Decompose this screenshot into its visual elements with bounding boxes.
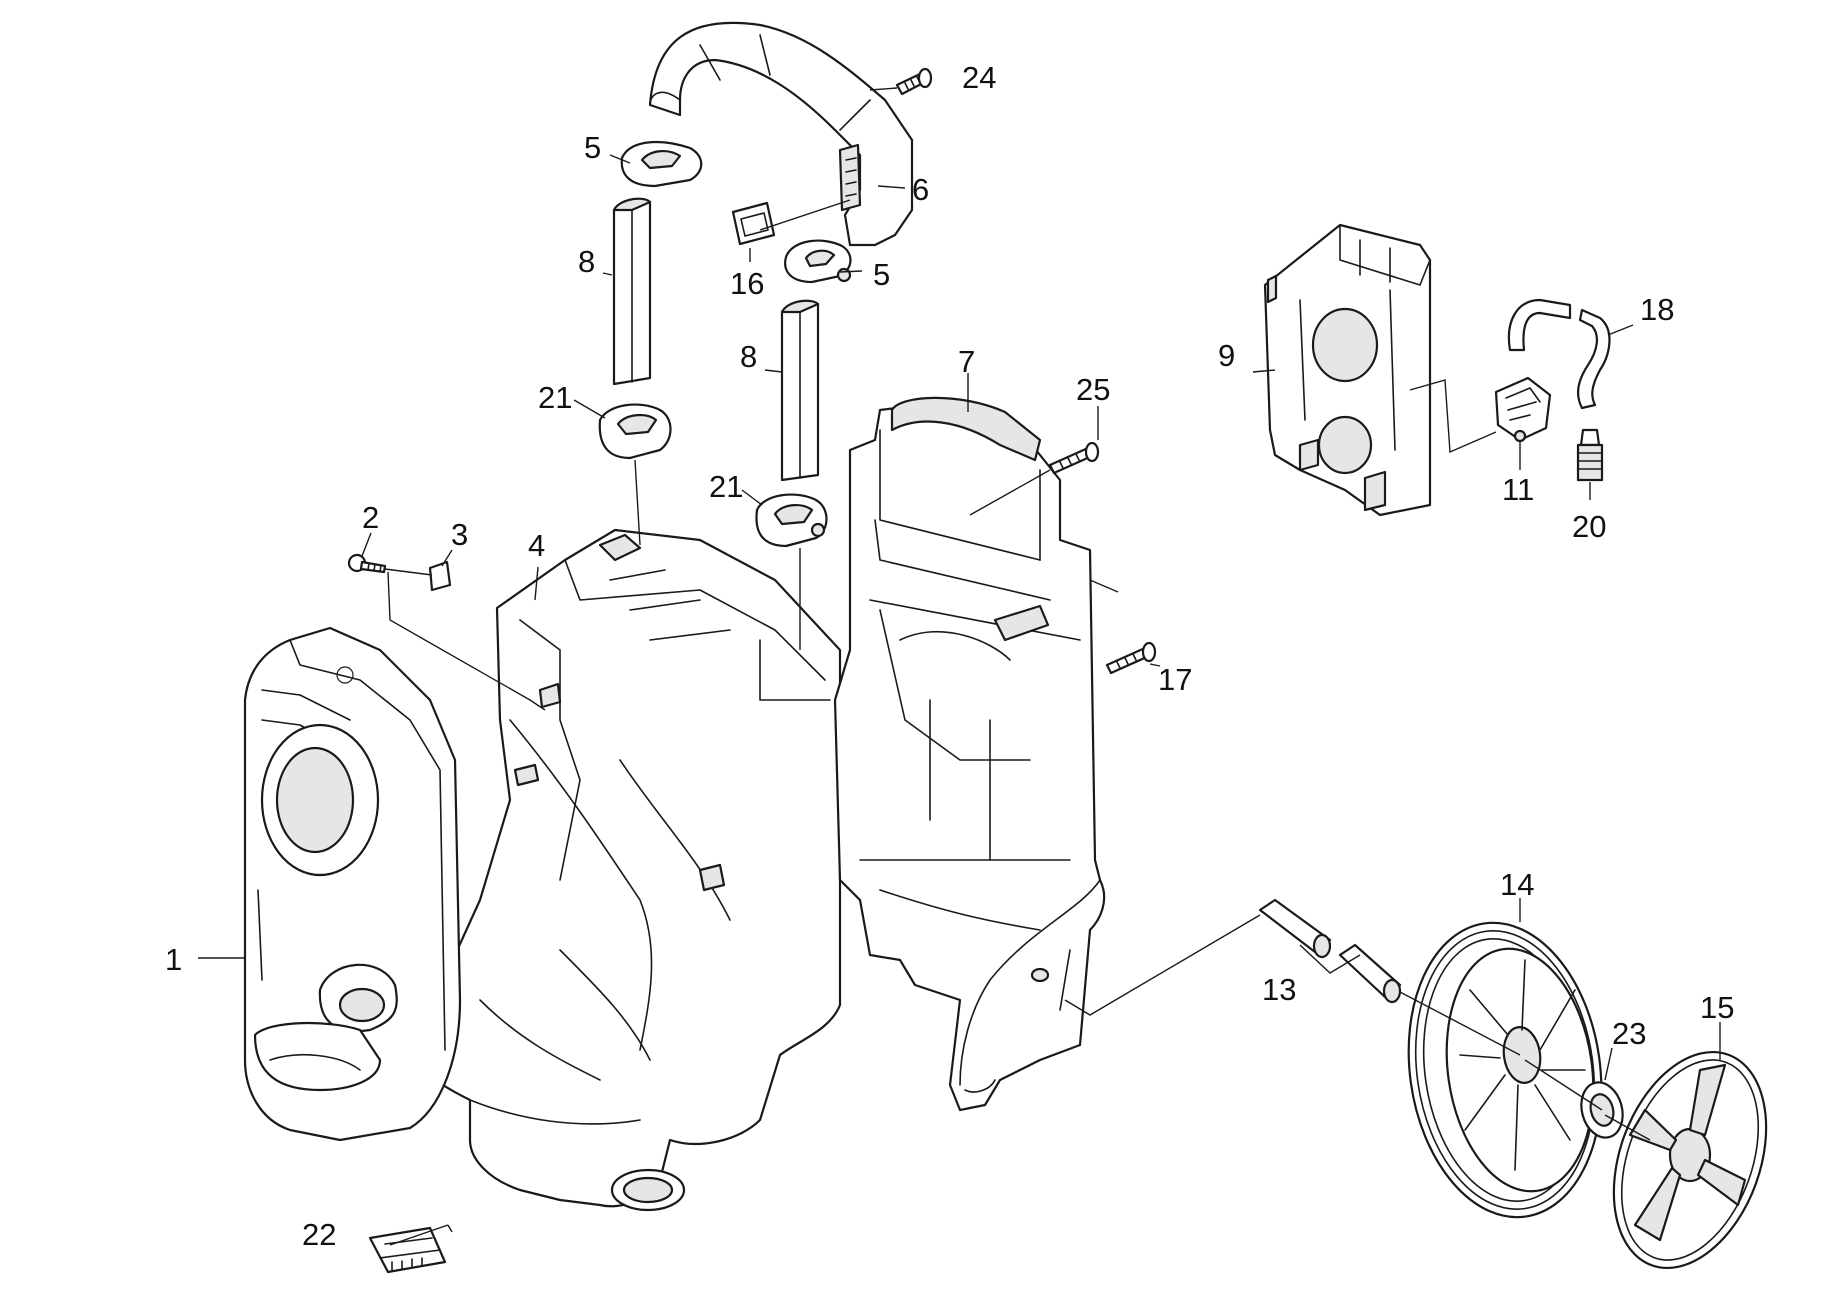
part-axle-pin-13-a [1258, 898, 1332, 959]
callout-17: 17 [1158, 662, 1192, 697]
callout-23: 23 [1612, 1016, 1646, 1051]
callout-21a: 21 [538, 380, 572, 415]
callout-11: 11 [1502, 472, 1534, 507]
part-screw-24 [895, 67, 933, 96]
part-screw-25 [1048, 441, 1100, 475]
part-screw-2 [347, 553, 387, 574]
part-grommet-21-right [755, 493, 828, 548]
leader-lines [198, 87, 1721, 1246]
callout-8a: 8 [578, 244, 595, 279]
callout-20: 20 [1572, 509, 1606, 544]
callout-13: 13 [1262, 972, 1296, 1007]
part-clip-3 [428, 560, 452, 592]
part-handle [648, 21, 914, 247]
callout-16: 16 [730, 266, 764, 301]
callout-9: 9 [1218, 338, 1235, 373]
part-tube-8-left [612, 197, 652, 386]
part-axle-pin-13-b [1338, 943, 1402, 1004]
callout-5a: 5 [584, 130, 601, 165]
callout-6: 6 [912, 172, 929, 207]
part-tube-8-right [780, 299, 820, 482]
callout-24: 24 [962, 60, 996, 95]
callout-15: 15 [1700, 990, 1734, 1025]
callout-25: 25 [1076, 372, 1110, 407]
callout-3: 3 [451, 517, 468, 552]
part-foot-cap-22 [368, 1226, 447, 1274]
callout-7: 7 [958, 344, 975, 379]
callout-22: 22 [302, 1217, 336, 1252]
part-hose-18 [1507, 298, 1611, 410]
part-front-cover-1 [243, 626, 462, 1142]
part-chassis-7 [833, 396, 1106, 1112]
callout-4: 4 [528, 528, 545, 563]
part-grommet-5-left [620, 140, 703, 188]
callout-14: 14 [1500, 867, 1534, 902]
part-hubcap-15 [1612, 1050, 1768, 1270]
part-connector-20 [1576, 428, 1604, 482]
callout-5b: 5 [873, 257, 890, 292]
part-grommet-21-left [598, 403, 672, 460]
callout-2: 2 [362, 500, 379, 535]
part-screw-17 [1105, 641, 1157, 675]
part-rear-plate-9 [1263, 223, 1432, 517]
part-rear-housing-4 [418, 528, 842, 1212]
callout-1: 1 [165, 942, 182, 977]
callout-21b: 21 [709, 469, 743, 504]
part-valve-11 [1494, 376, 1552, 443]
callout-8b: 8 [740, 339, 757, 374]
callout-labels: 1 2 3 4 5 5 6 7 8 8 9 11 13 14 15 16 17 … [165, 60, 1734, 1252]
part-wheel-14 [1407, 921, 1603, 1219]
part-clip-16 [731, 201, 776, 246]
part-grommet-5-right [784, 239, 852, 284]
callout-18: 18 [1640, 292, 1674, 327]
